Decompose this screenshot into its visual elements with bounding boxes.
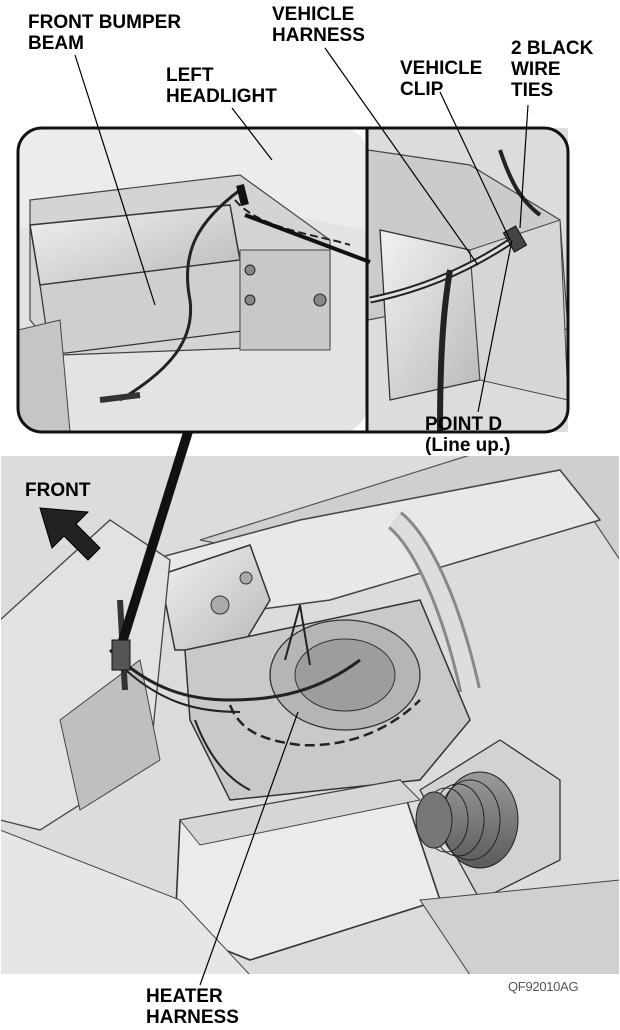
label-heater-harness: HEATER HARNESS	[146, 986, 239, 1028]
label-black-wire-ties: 2 BLACK WIRE TIES	[511, 38, 594, 101]
label-vehicle-harness: VEHICLE HARNESS	[272, 4, 365, 46]
intake-bellows	[415, 739, 561, 901]
label-left-headlight: LEFT HEADLIGHT	[166, 65, 277, 107]
inset-right-view	[368, 128, 568, 432]
main-engine-bay-view	[0, 455, 620, 975]
label-front-bumper-beam: FRONT BUMPER BEAM	[28, 12, 182, 54]
inset-left-view	[18, 128, 366, 432]
front-arrow-icon	[39, 507, 101, 561]
figure-code: QF92010AG	[508, 979, 579, 994]
inset-frame	[16, 126, 570, 434]
leader-lines	[74, 47, 529, 986]
label-vehicle-clip: VEHICLE CLIP	[400, 58, 483, 100]
label-point-d: POINT D (Line up.)	[425, 414, 511, 456]
label-front: FRONT	[25, 480, 91, 501]
inset-pointer	[118, 432, 193, 640]
